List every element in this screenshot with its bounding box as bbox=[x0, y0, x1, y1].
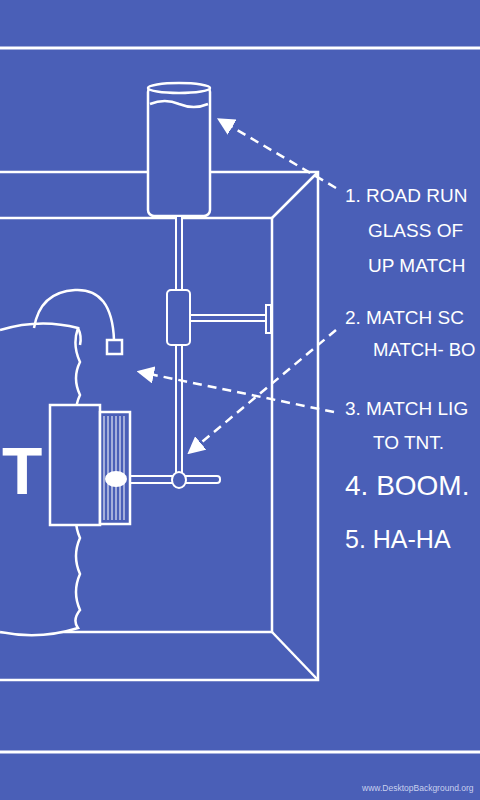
step-text: MATCH- BO bbox=[373, 341, 475, 360]
match-head bbox=[105, 471, 127, 487]
stripe bbox=[104, 416, 105, 520]
striker-strip bbox=[104, 416, 124, 520]
step-text: TO TNT. bbox=[373, 433, 444, 452]
water-glass bbox=[148, 83, 210, 216]
stripe bbox=[108, 416, 109, 520]
frame-line bbox=[0, 47, 480, 50]
step-text: 5. HA-HA bbox=[345, 527, 451, 552]
watermark: www.DesktopBackground.org bbox=[362, 784, 474, 793]
step-text: 1. ROAD RUN bbox=[345, 186, 467, 205]
step-text: 3. MATCH LIG bbox=[345, 399, 468, 418]
match-box bbox=[50, 405, 130, 525]
fuse bbox=[34, 290, 122, 354]
stripe bbox=[112, 416, 113, 520]
frame-line bbox=[0, 751, 480, 754]
stripe bbox=[116, 416, 117, 520]
stripe bbox=[124, 416, 125, 520]
step-text: GLASS OF bbox=[368, 221, 463, 240]
step-text: 4. BOOM. bbox=[345, 472, 469, 500]
stripe bbox=[120, 416, 121, 520]
rod-mechanism bbox=[112, 216, 271, 488]
callout-arrow bbox=[140, 120, 336, 452]
step-text: 2. MATCH SC bbox=[345, 308, 464, 327]
room-box bbox=[0, 172, 318, 680]
step-text: UP MATCH bbox=[368, 256, 465, 275]
barrel-letter: T bbox=[2, 438, 42, 504]
